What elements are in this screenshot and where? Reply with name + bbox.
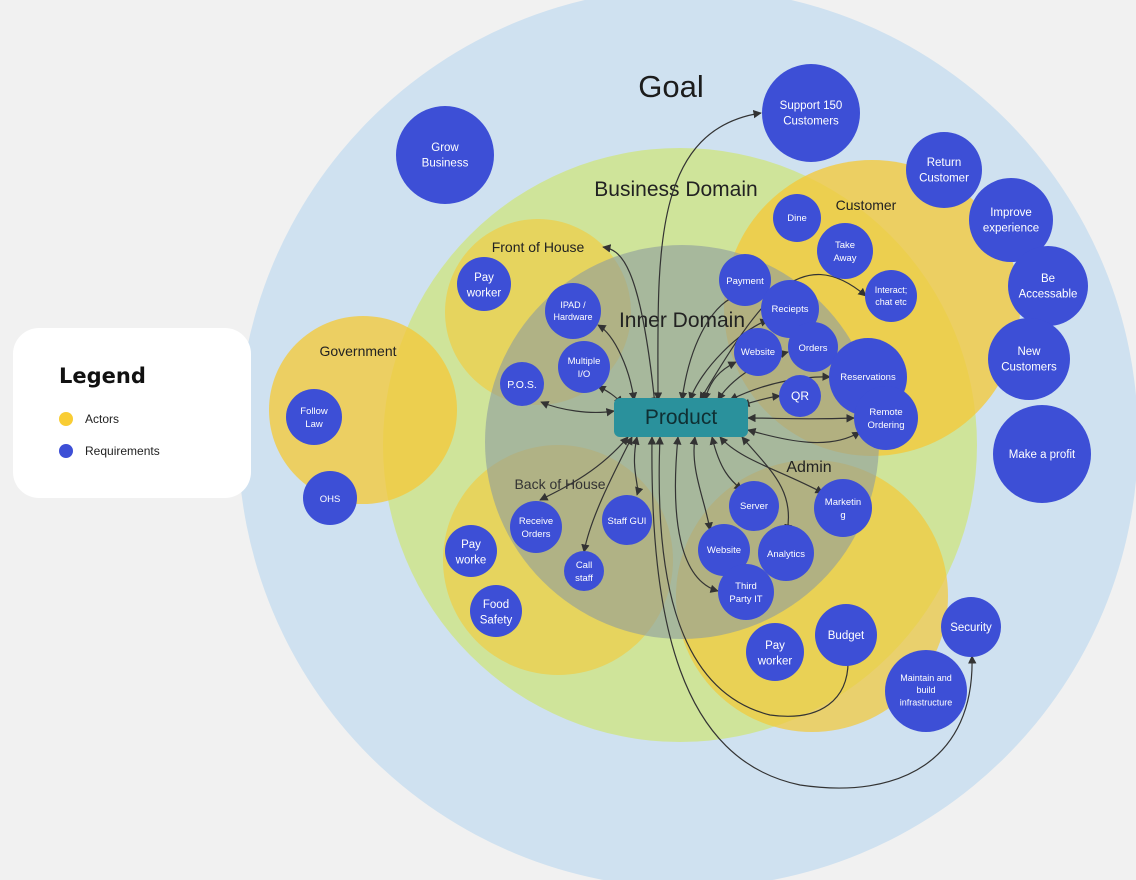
ohs-text: OHS: [320, 494, 341, 505]
make-profit-node[interactable]: [993, 405, 1091, 503]
website-top-text: Website: [741, 347, 775, 358]
goal-label: Goal: [638, 69, 703, 104]
remote-ordering-node[interactable]: [854, 386, 918, 450]
pay-worke-boh-node[interactable]: [445, 525, 497, 577]
reciepts-text: Reciepts: [772, 304, 809, 315]
requirement-nodes: [286, 64, 1091, 732]
grow-business-node[interactable]: [396, 106, 494, 204]
ipad-hardware-node[interactable]: [545, 283, 601, 339]
return-customer-node[interactable]: [906, 132, 982, 208]
be-accessable-node[interactable]: [1008, 246, 1088, 326]
staff-gui-text: Staff GUI: [608, 516, 647, 527]
interact-chat-text: Interact;chat etc: [875, 285, 908, 307]
server-node[interactable]: [729, 481, 779, 531]
server-text: Server: [740, 501, 768, 512]
take-away-node[interactable]: [817, 223, 873, 279]
dine-text: Dine: [787, 213, 807, 224]
budget-text: Budget: [828, 630, 865, 642]
food-safety-node[interactable]: [470, 585, 522, 637]
ohs-node[interactable]: [303, 471, 357, 525]
website-admin-node[interactable]: [698, 524, 750, 576]
security-node[interactable]: [941, 597, 1001, 657]
pos-node[interactable]: [500, 362, 544, 406]
orders-node[interactable]: [788, 322, 838, 372]
product-label: Product: [645, 406, 718, 429]
legend-panel: Legend Actors Requirements: [13, 328, 251, 498]
maintain-infra-node[interactable]: [885, 650, 967, 732]
budget-node[interactable]: [815, 604, 877, 666]
product-box[interactable]: [614, 398, 748, 437]
interact-chat-node[interactable]: [865, 270, 917, 322]
security-text: Security: [950, 622, 992, 634]
call-staff-node[interactable]: [564, 551, 604, 591]
qr-node[interactable]: [779, 375, 821, 417]
business-domain-label: Business Domain: [594, 178, 757, 201]
legend-title: Legend: [59, 364, 146, 388]
inner-domain-label: Inner Domain: [619, 309, 745, 332]
receive-orders-node[interactable]: [510, 501, 562, 553]
analytics-text: Analytics: [767, 549, 805, 560]
website-top-node[interactable]: [734, 328, 782, 376]
improve-experience-node[interactable]: [969, 178, 1053, 262]
support-150-node[interactable]: [762, 64, 860, 162]
marketing-node[interactable]: [814, 479, 872, 537]
website-admin-text: Website: [707, 545, 741, 556]
legend-item-requirements: Requirements: [59, 444, 160, 458]
pay-worker-admin-node[interactable]: [746, 623, 804, 681]
analytics-node[interactable]: [758, 525, 814, 581]
front-of-house-label: Front of House: [492, 239, 585, 255]
admin-label: Admin: [786, 459, 831, 476]
pos-text: P.O.S.: [507, 379, 537, 391]
legend-item-actors: Actors: [59, 412, 119, 426]
government-region: [269, 316, 457, 504]
payment-text: Payment: [726, 276, 764, 287]
actors-swatch-icon: [59, 412, 73, 426]
new-customers-node[interactable]: [988, 318, 1070, 400]
ipad-hardware-text: IPAD /Hardware: [553, 300, 592, 322]
third-party-it-node[interactable]: [718, 564, 774, 620]
orders-text: Orders: [798, 343, 827, 354]
follow-law-node[interactable]: [286, 389, 342, 445]
legend-label-actors: Actors: [85, 412, 120, 426]
qr-text: QR: [791, 389, 809, 403]
legend-label-requirements: Requirements: [85, 444, 160, 458]
requirements-swatch-icon: [59, 444, 73, 458]
pay-worker-foh-node[interactable]: [457, 257, 511, 311]
customer-label: Customer: [836, 197, 897, 213]
staff-gui-node[interactable]: [602, 495, 652, 545]
government-label: Government: [319, 343, 396, 359]
payment-node[interactable]: [719, 254, 771, 306]
reservations-text: Reservations: [840, 372, 896, 383]
make-profit-text: Make a profit: [1009, 449, 1076, 461]
multiple-io-node[interactable]: [558, 341, 610, 393]
dine-node[interactable]: [773, 194, 821, 242]
